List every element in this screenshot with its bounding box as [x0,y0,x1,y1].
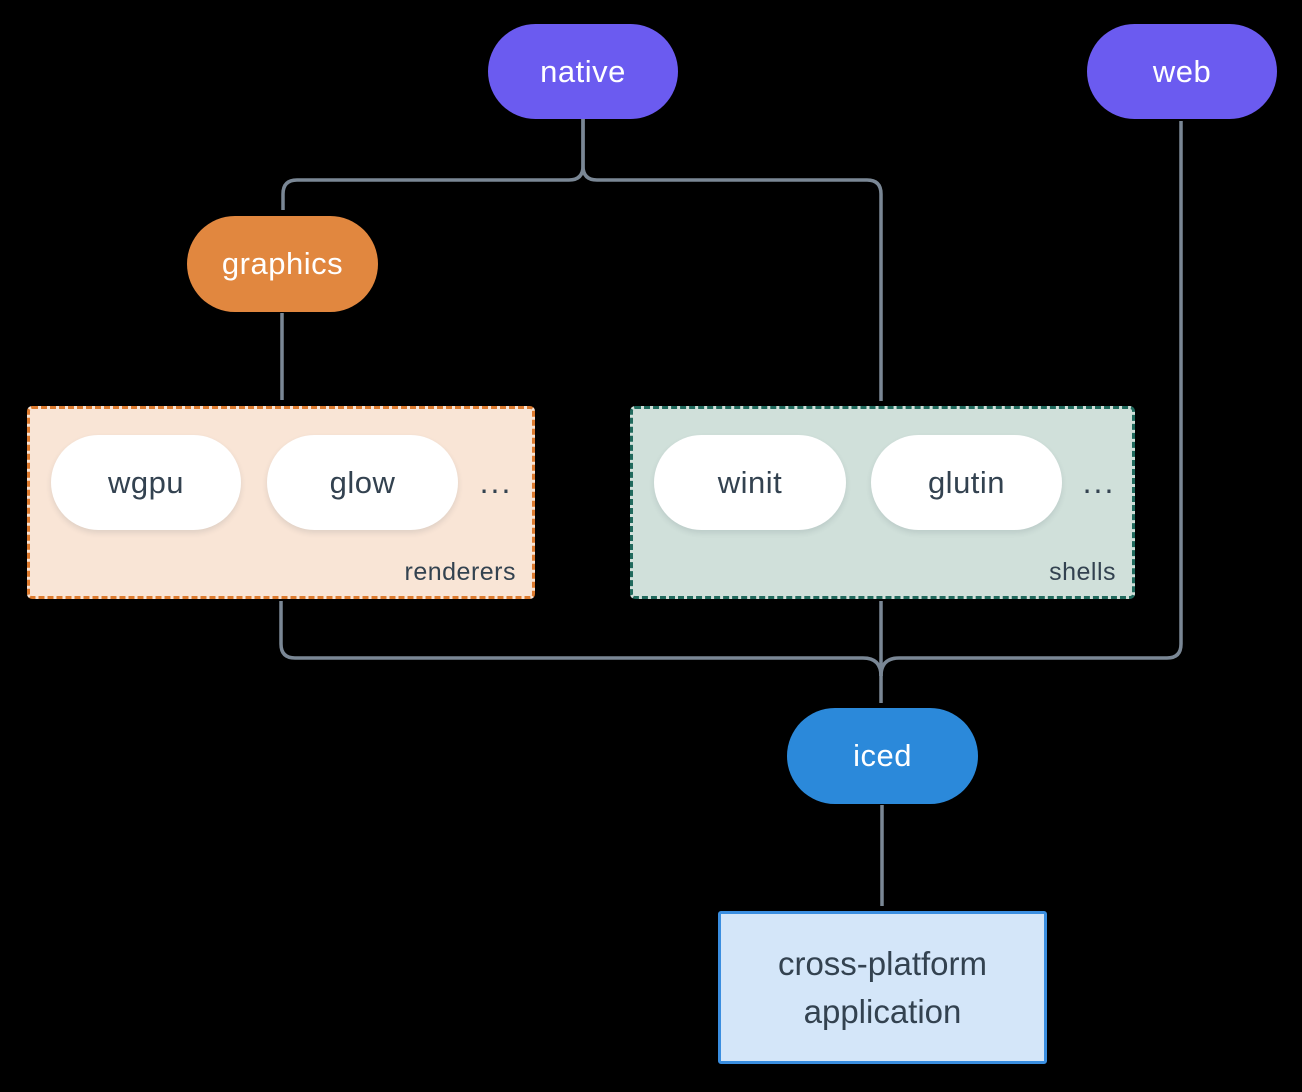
node-native: native [488,24,678,119]
group-shells: winit glutin ... shells [630,406,1135,599]
node-glow: glow [267,435,458,530]
node-web: web [1087,24,1277,119]
connector-native-to-graphics [281,119,585,210]
renderers-group-label: renderers [404,558,516,586]
application-label-line2: application [803,992,962,1030]
node-wgpu-label: wgpu [107,464,185,500]
node-native-label: native [540,53,626,89]
shells-group-label: shells [1049,558,1116,586]
renderers-ellipsis: ... [479,464,513,500]
connector-native-to-shells [581,119,883,401]
shells-ellipsis: ... [1082,464,1116,500]
node-wgpu: wgpu [51,435,241,530]
node-winit: winit [654,435,846,530]
connector-renderers-to-merge [279,601,883,677]
node-graphics: graphics [187,216,378,312]
node-glutin: glutin [871,435,1062,530]
node-graphics-label: graphics [221,246,344,281]
group-renderers: wgpu glow ... renderers [27,406,535,599]
connector-web-to-merge [879,121,1183,677]
node-glutin-label: glutin [927,464,1006,500]
node-web-label: web [1152,53,1212,89]
node-glow-label: glow [329,464,396,500]
node-winit-label: winit [717,464,783,500]
node-iced: iced [787,708,978,804]
application-label-line1: cross-platform [777,944,988,982]
node-cross-platform-application: cross-platform application [718,911,1047,1064]
node-iced-label: iced [853,738,912,773]
